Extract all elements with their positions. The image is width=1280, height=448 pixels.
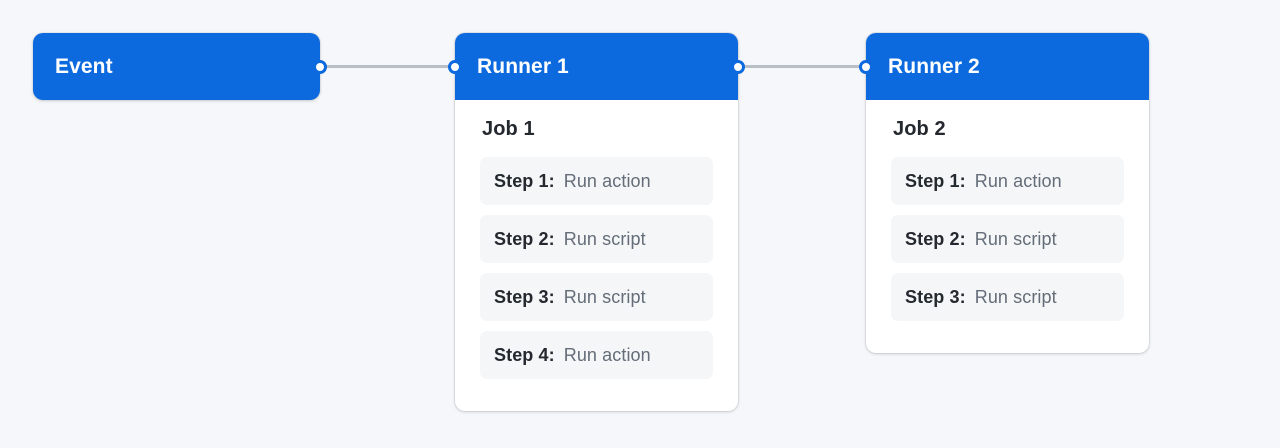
step-row[interactable]: Step 1: Run action bbox=[480, 157, 713, 205]
step-label: Step 1: bbox=[494, 170, 555, 191]
runner-title: Runner 1 bbox=[477, 54, 569, 78]
connector-port-runner-2-input[interactable] bbox=[859, 60, 873, 74]
step-row[interactable]: Step 3: Run script bbox=[891, 273, 1124, 321]
step-value: Run action bbox=[563, 170, 651, 191]
step-label: Step 2: bbox=[905, 228, 966, 249]
step-row[interactable]: Step 2: Run script bbox=[480, 215, 713, 263]
step-label: Step 3: bbox=[905, 286, 966, 307]
runner-title: Runner 2 bbox=[888, 54, 980, 78]
runner-header-runner-1[interactable]: Runner 1 bbox=[455, 33, 738, 100]
step-label: Step 3: bbox=[494, 286, 555, 307]
connector-event-to-runner-1 bbox=[320, 65, 455, 68]
step-label: Step 2: bbox=[494, 228, 555, 249]
step-value: Run script bbox=[563, 286, 646, 307]
event-node[interactable]: Event bbox=[33, 33, 320, 100]
connector-runner-1-to-runner-2 bbox=[738, 65, 866, 68]
event-node-title: Event bbox=[55, 54, 113, 78]
step-value: Run script bbox=[974, 228, 1057, 249]
step-row[interactable]: Step 3: Run script bbox=[480, 273, 713, 321]
runner-header-runner-2[interactable]: Runner 2 bbox=[866, 33, 1149, 100]
connector-port-runner-1-output[interactable] bbox=[731, 60, 745, 74]
step-row[interactable]: Step 4: Run action bbox=[480, 331, 713, 379]
step-value: Run action bbox=[974, 170, 1062, 191]
step-row[interactable]: Step 1: Run action bbox=[891, 157, 1124, 205]
step-label: Step 1: bbox=[905, 170, 966, 191]
step-value: Run action bbox=[563, 344, 651, 365]
connector-port-event-output[interactable] bbox=[313, 60, 327, 74]
job-title: Job 1 bbox=[482, 118, 535, 140]
step-value: Run script bbox=[563, 228, 646, 249]
connector-port-runner-1-input[interactable] bbox=[448, 60, 462, 74]
step-row[interactable]: Step 2: Run script bbox=[891, 215, 1124, 263]
step-label: Step 4: bbox=[494, 344, 555, 365]
job-title: Job 2 bbox=[893, 118, 946, 140]
step-value: Run script bbox=[974, 286, 1057, 307]
